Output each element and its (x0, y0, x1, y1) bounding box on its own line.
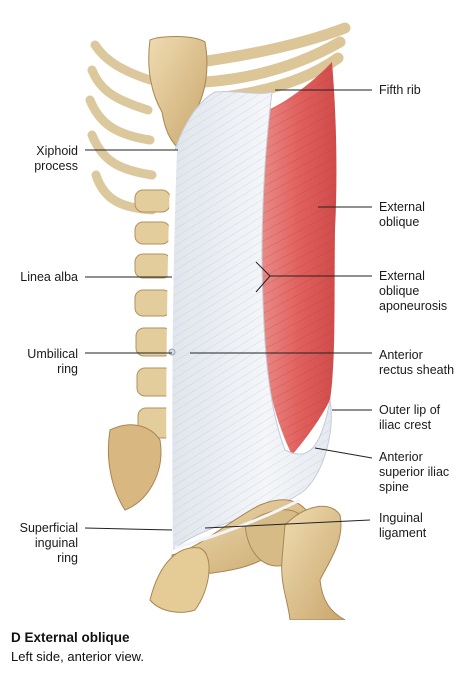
umbilical-ring (168, 348, 176, 356)
label-inguinal-ligament: Inguinal ligament (379, 511, 427, 540)
vertebral-column (107, 189, 175, 511)
figure-caption-title: D External oblique (11, 630, 130, 645)
leader-lines (84, 89, 373, 531)
label-outer-lip-iliac-crest: Outer lip of iliac crest (379, 403, 441, 432)
label-xiphoid-process: Xiphoid process (34, 144, 78, 173)
linea-alba (166, 149, 177, 551)
label-fifth-rib: Fifth rib (379, 83, 421, 97)
label-external-oblique-aponeurosis: External oblique aponeurosis (379, 269, 448, 313)
femur (281, 505, 346, 620)
label-anterior-superior-iliac-spine: Anterior superior iliac spine (379, 450, 450, 494)
label-linea-alba: Linea alba (20, 270, 78, 284)
label-external-oblique: External oblique (379, 200, 425, 229)
label-anterior-rectus-sheath: Anterior rectus sheath (379, 348, 455, 377)
label-superficial-inguinal-ring: Superficial inguinal ring (19, 521, 78, 565)
external-oblique-illustration (84, 22, 373, 620)
label-umbilical-ring: Umbilical ring (27, 347, 78, 376)
figure-caption-subtitle: Left side, anterior view. (11, 649, 144, 664)
ribs-left (85, 40, 157, 215)
